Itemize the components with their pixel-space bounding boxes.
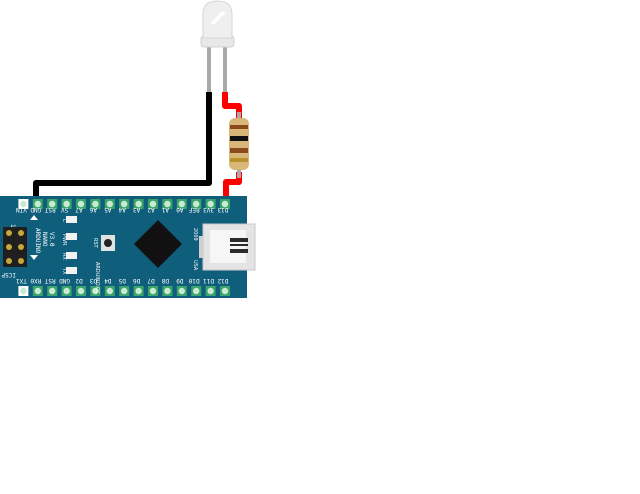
led-label-tx: TX — [61, 267, 67, 275]
bottom-pin-hole — [149, 287, 157, 295]
board-name: ARDUINO — [34, 228, 41, 254]
bottom-pin-hole — [207, 287, 214, 295]
top-pin-label: 3V3 — [203, 206, 214, 213]
resistor-band-3 — [230, 148, 248, 153]
bottom-pin-hole — [135, 287, 142, 295]
led[interactable] — [200, 0, 235, 92]
top-pin-label: RST — [44, 206, 55, 213]
top-pin-hole — [135, 200, 142, 208]
bottom-pin-label: D6 — [133, 277, 141, 284]
board-usa: USA — [192, 260, 198, 271]
bottom-pin-label: D5 — [118, 277, 126, 284]
wire-led-to-resistor[interactable] — [222, 92, 242, 120]
top-pin-hole — [34, 200, 41, 208]
bottom-pin-hole — [164, 287, 171, 295]
bottom-pin-label: D8 — [161, 277, 169, 284]
resistor-band-4 — [230, 158, 248, 162]
top-pin-label: 5V — [61, 206, 69, 213]
top-pin-label: A4 — [118, 206, 126, 213]
pin1-triangle-bottom — [30, 255, 38, 260]
bottom-pin-hole — [20, 287, 27, 295]
icsp-header — [3, 227, 27, 267]
bottom-pin-hole — [92, 287, 99, 295]
top-pin-hole — [164, 200, 171, 208]
led-label-l: L — [61, 219, 67, 222]
wire-gnd[interactable] — [33, 92, 212, 208]
bottom-pin-hole — [178, 287, 185, 295]
bottom-pin-label: D11 — [203, 277, 214, 284]
top-pin-label: GND — [30, 206, 41, 213]
top-pin-hole — [106, 200, 114, 208]
bottom-pin-hole — [193, 287, 200, 295]
bottom-pin-hole — [106, 287, 114, 295]
top-pin-hole — [121, 200, 128, 208]
top-pin-hole — [221, 200, 229, 208]
bottom-pin-label: RST — [44, 277, 55, 284]
resistor-band-2 — [230, 136, 248, 141]
bottom-pin-label: TX1 — [16, 277, 27, 284]
icsp-pin1-label: 1 — [9, 224, 16, 228]
bottom-pin-label: D9 — [176, 277, 184, 284]
top-pin-label: A5 — [104, 206, 112, 213]
top-pin-label: A0 — [176, 206, 184, 213]
top-pin-hole — [49, 200, 56, 208]
microcontroller-chip — [133, 219, 183, 269]
bottom-pin-hole — [49, 287, 56, 295]
led-label-pwr: PWR — [61, 234, 67, 246]
bottom-pin-hole — [34, 287, 41, 295]
board-model: NANO — [41, 232, 48, 247]
bottom-pin-hole — [221, 287, 229, 295]
led-leg-cathode — [207, 46, 211, 92]
top-pin-hole — [77, 200, 85, 208]
led-label-rx: RX — [61, 253, 67, 260]
resistor[interactable] — [229, 112, 249, 178]
led-dome-highlight — [210, 12, 226, 24]
usb-connector[interactable] — [199, 223, 256, 271]
reset-button[interactable] — [101, 235, 115, 251]
top-pin-hole — [207, 200, 214, 208]
top-pin-label: A2 — [147, 206, 155, 213]
top-pin-label: A3 — [133, 206, 141, 213]
bottom-pin-label: D12 — [217, 277, 228, 284]
board-version: V3.0 — [48, 232, 55, 247]
reset-label: RST — [92, 238, 98, 249]
top-pin-hole — [193, 200, 200, 208]
top-pin-hole — [149, 200, 157, 208]
status-leds — [66, 216, 77, 274]
bottom-pin-label: D3 — [89, 277, 97, 284]
bottom-pin-label: D4 — [104, 277, 112, 284]
bottom-pin-label: D7 — [147, 277, 155, 284]
resistor-body — [229, 118, 249, 170]
top-pin-label: A1 — [161, 206, 169, 213]
top-pin-hole — [92, 200, 99, 208]
top-pin-hole — [178, 200, 185, 208]
top-pin-label: VIN — [16, 206, 27, 213]
bottom-pin-label: D10 — [188, 277, 199, 284]
top-pin-label: A6 — [89, 206, 97, 213]
board-site: ARDUINO.CC — [94, 262, 100, 294]
bottom-pin-label: D2 — [75, 277, 83, 284]
resistor-band-1 — [230, 125, 248, 129]
bottom-pin-hole — [63, 287, 70, 295]
bottom-pin-label: GND — [59, 277, 70, 284]
top-header — [18, 199, 230, 209]
icsp-label: ICSP — [1, 271, 16, 278]
board-year: 2009 — [192, 228, 198, 241]
bottom-header — [18, 286, 230, 296]
top-pin-label: REF — [188, 206, 199, 213]
top-pin-label: A7 — [75, 206, 83, 213]
top-pin-hole — [63, 200, 70, 208]
bottom-pin-label: RX0 — [30, 277, 41, 284]
pin1-triangle-top — [30, 215, 38, 220]
top-pin-hole — [20, 200, 27, 208]
top-pin-label: D13 — [217, 206, 228, 213]
bottom-pin-hole — [121, 287, 128, 295]
led-leg-anode — [223, 46, 227, 92]
bottom-pin-hole — [77, 287, 85, 295]
